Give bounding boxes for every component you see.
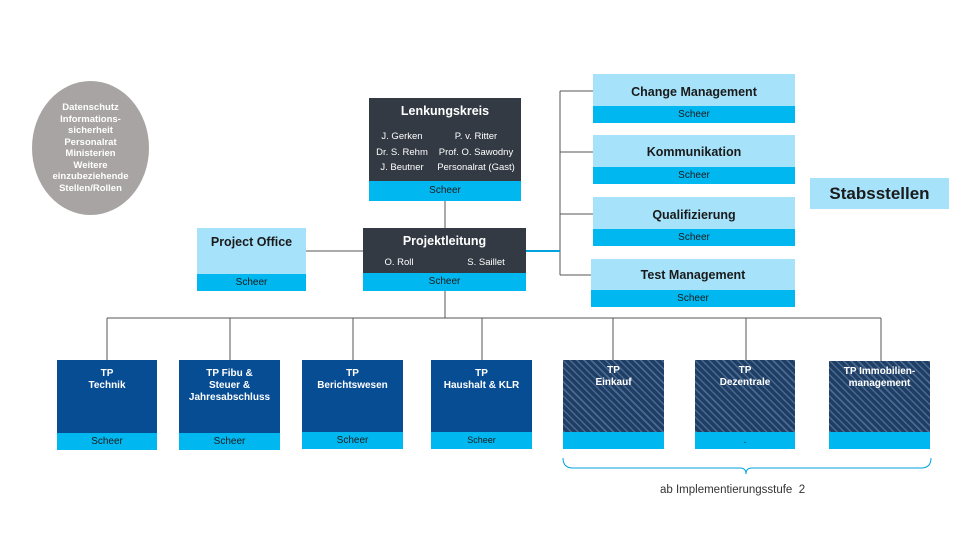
project-office-footer: Scheer: [197, 274, 306, 291]
circle-line: sicherheit: [68, 125, 113, 136]
implementation-note: ab Implementierungsstufe 2: [660, 484, 806, 496]
staff-kommunikation: Kommunikation: [593, 135, 795, 167]
member-name: Dr. S. Rehm: [376, 146, 428, 158]
subproject-line: Steuer &: [208, 380, 251, 391]
projektleitung-name: O. Roll: [384, 257, 414, 268]
staff-footer: Scheer: [593, 106, 795, 123]
staff-footer: Scheer: [593, 229, 795, 246]
lenkungskreis-right-names: P. v. Ritter Prof. O. Sawodny Personalra…: [431, 129, 521, 176]
subproject-line: TP: [738, 365, 752, 376]
staff-qualifizierung: Qualifizierung: [593, 197, 795, 229]
subproject-footer: Scheer: [57, 433, 157, 450]
subproject-footer: [829, 432, 930, 449]
staff-title: Kommunikation: [646, 145, 742, 159]
projektleitung-box: Projektleitung O. Roll S. Saillet: [363, 228, 526, 273]
subproject-line: TP: [475, 368, 488, 379]
subproject-immobilien: TP Immobilien- management: [829, 361, 930, 432]
subproject-line: Berichtswesen: [317, 380, 388, 391]
subproject-footer: .: [695, 432, 795, 449]
lenkungskreis-box: Lenkungskreis J. Gerken Dr. S. Rehm J. B…: [369, 98, 521, 181]
subproject-line: TP: [100, 368, 114, 379]
projektleitung-footer: Scheer: [363, 273, 526, 291]
lenkungskreis-footer: Scheer: [369, 181, 521, 201]
subproject-line: Haushalt & KLR: [443, 380, 520, 391]
subproject-line: Technik: [88, 380, 126, 391]
member-name: P. v. Ritter: [454, 131, 498, 142]
staff-test-management: Test Management: [591, 259, 795, 290]
staff-title: Qualifizierung: [652, 208, 736, 222]
circle-line: Weitere: [73, 159, 108, 171]
projektleitung-title: Projektleitung: [402, 234, 487, 248]
member-name: Prof. O. Sawodny: [438, 146, 514, 158]
stakeholder-circle: Datenschutz Informations- sicherheit Per…: [32, 81, 149, 215]
lenkungskreis-title: Lenkungskreis: [400, 104, 490, 118]
circle-line: einzubeziehende: [52, 171, 129, 182]
subproject-line: TP Immobilien-: [843, 366, 916, 377]
subproject-berichtswesen: TP Berichtswesen: [302, 360, 403, 432]
subproject-haushalt: TP Haushalt & KLR: [431, 360, 532, 432]
subproject-footer: Scheer: [302, 432, 403, 449]
staff-footer: Scheer: [593, 167, 795, 184]
subproject-footer: Scheer: [431, 432, 532, 449]
project-office-box: Project Office: [197, 228, 306, 274]
project-office-title: Project Office: [210, 235, 293, 249]
subproject-line: Einkauf: [595, 377, 632, 388]
subproject-footer: Scheer: [179, 433, 280, 450]
member-name: Personalrat (Gast): [437, 162, 515, 173]
circle-line: Datenschutz: [62, 102, 119, 113]
staff-change-management: Change Management: [593, 74, 795, 106]
subproject-line: TP: [607, 365, 620, 376]
circle-line: Stellen/Rollen: [59, 182, 122, 194]
subproject-line: TP: [346, 368, 359, 379]
subproject-line: TP Fibu &: [206, 368, 253, 379]
subproject-footer: [563, 432, 664, 449]
lenkungskreis-left-names: J. Gerken Dr. S. Rehm J. Beutner: [371, 129, 433, 176]
staff-title: Test Management: [640, 268, 746, 282]
staff-title: Change Management: [631, 85, 757, 99]
projektleitung-name: S. Saillet: [467, 257, 505, 268]
implementation-brace: [562, 457, 932, 475]
subproject-dezentrale: TP Dezentrale: [695, 360, 795, 432]
subproject-einkauf: TP Einkauf: [563, 360, 664, 432]
staff-footer: Scheer: [591, 290, 795, 307]
subproject-line: Dezentrale: [719, 377, 771, 388]
member-name: J. Beutner: [380, 162, 424, 173]
stabsstellen-label: Stabsstellen: [810, 178, 949, 209]
subproject-fibu: TP Fibu & Steuer & Jahresabschluss: [179, 360, 280, 433]
circle-line: Informations-: [60, 113, 121, 125]
subproject-line: management: [848, 378, 911, 389]
subproject-technik: TP Technik: [57, 360, 157, 433]
member-name: J. Gerken: [381, 131, 423, 142]
subproject-line: Jahresabschluss: [188, 392, 271, 403]
circle-line: Personalrat: [64, 136, 117, 148]
circle-line: Ministerien: [65, 148, 116, 159]
